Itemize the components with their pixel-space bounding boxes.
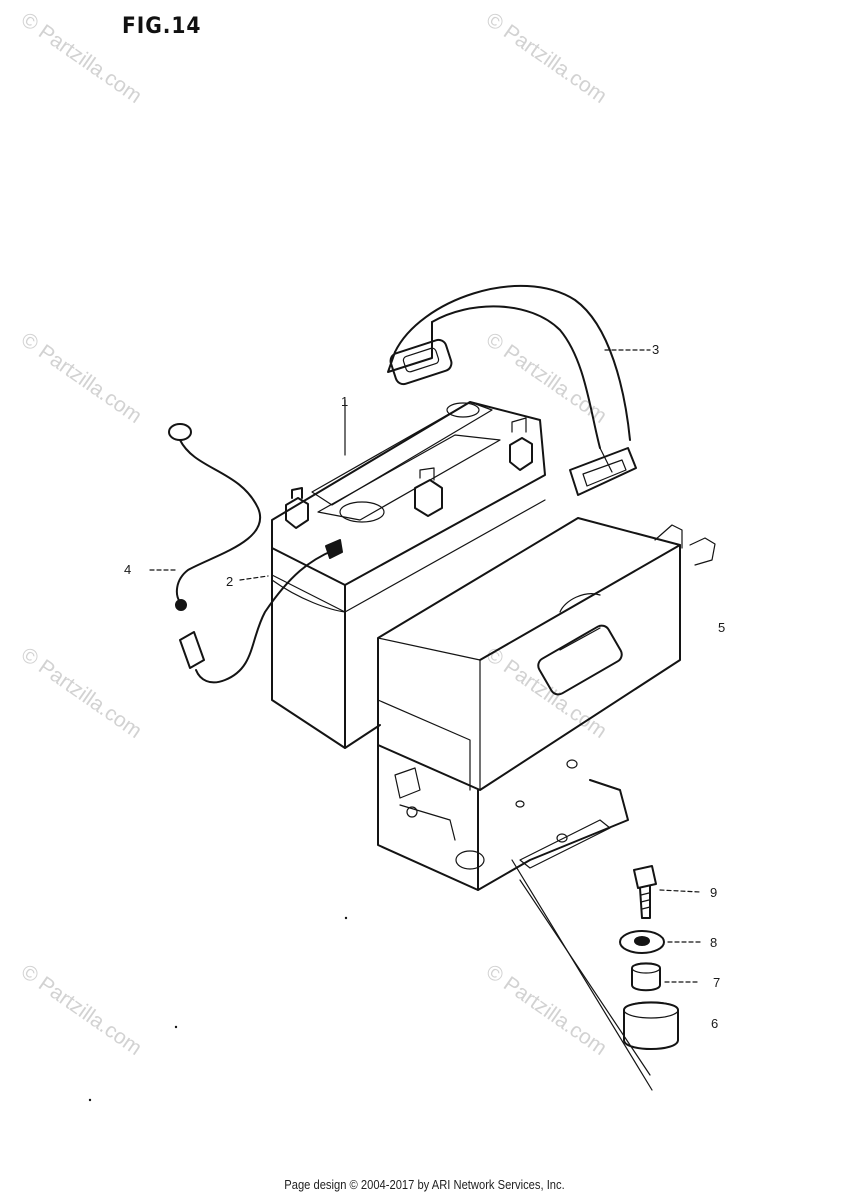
callout-5: 5 [718, 620, 726, 635]
leader-lines [149, 349, 701, 1091]
callout-2: 2 [226, 574, 234, 589]
callout-8: 8 [710, 935, 718, 950]
callout-9: 9 [710, 885, 718, 900]
figure-title: FIG.14 [122, 14, 202, 39]
callout-6: 6 [711, 1016, 719, 1031]
callout-1: 1 [341, 394, 349, 409]
battery [271, 399, 546, 749]
callout-3: 3 [652, 342, 660, 357]
callout-7: 7 [713, 975, 721, 990]
callout-4: 4 [124, 562, 132, 577]
positive-lead [179, 539, 343, 684]
page-footer-copyright: Page design © 2004-2017 by ARI Network S… [284, 1177, 565, 1192]
ground-lead [168, 423, 262, 611]
mount-hardware [619, 865, 679, 1050]
battery-strap [387, 285, 637, 496]
battery-case [377, 517, 716, 891]
